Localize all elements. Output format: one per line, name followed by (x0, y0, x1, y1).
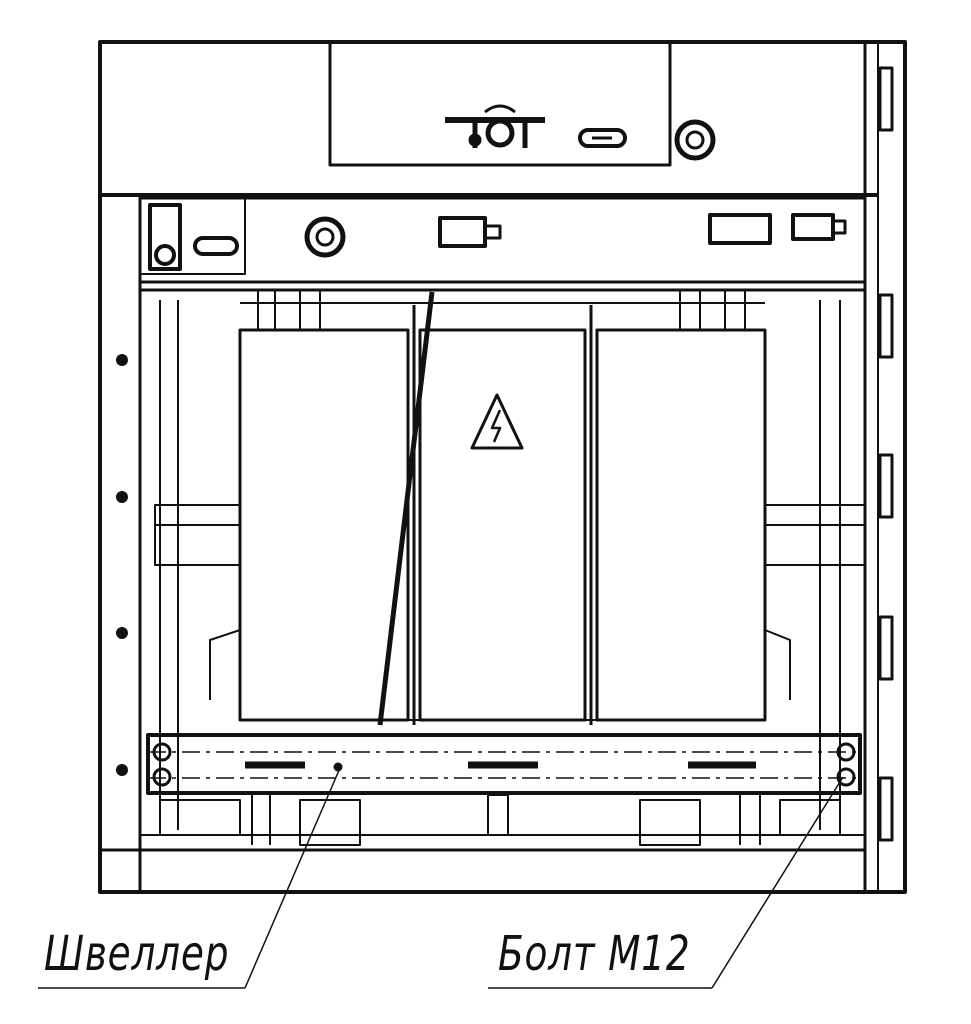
disconnector-symbol (445, 104, 545, 148)
winding-phase-b (418, 328, 587, 722)
callout-bolt-m12: Болт М12 (498, 926, 691, 982)
bolt-right-top (836, 742, 856, 762)
switch-handle-icon (578, 128, 627, 148)
high-voltage-warning-icon (470, 393, 524, 450)
winding-phase-a (238, 328, 410, 722)
winding-phase-c (595, 328, 767, 722)
relay-compartment (100, 40, 878, 197)
transformer-windings (238, 291, 767, 726)
leader-lines (38, 767, 844, 989)
door-bolts (116, 354, 128, 776)
rotary-knob-top (674, 119, 716, 161)
upper-rails (140, 288, 866, 830)
callout-channel: Швеллер (44, 926, 230, 982)
base-supports (159, 794, 841, 846)
instrument-panel (138, 196, 867, 284)
bolt-left-top (152, 742, 172, 762)
channel-beam (146, 733, 862, 795)
rotary-knob-panel (304, 216, 346, 258)
bolt-right-bottom (836, 767, 856, 787)
door-hinges (878, 66, 894, 842)
bolt-left-bottom (152, 767, 172, 787)
